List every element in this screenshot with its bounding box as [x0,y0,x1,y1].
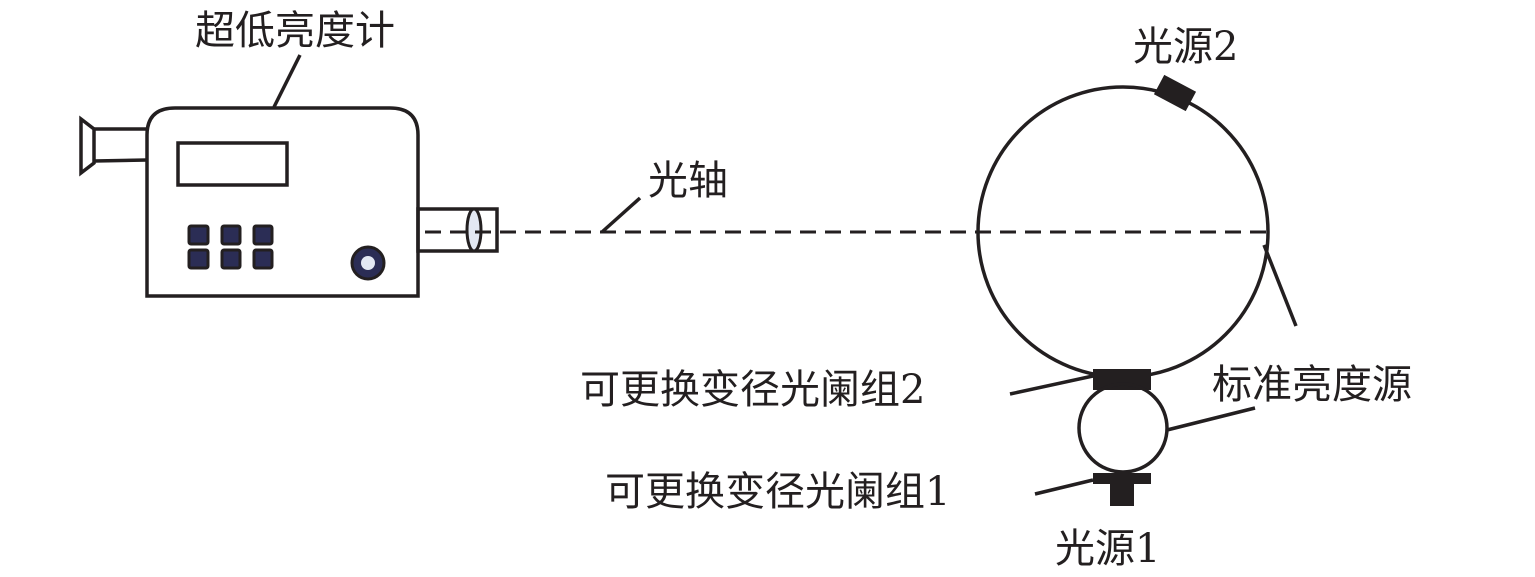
label-aperture-group-1: 可更换变径光阑组1 [605,469,950,515]
label-aperture-group-2: 可更换变径光阑组2 [580,367,925,413]
objective-tube [416,207,499,253]
eyepiece-cone [79,115,96,177]
meter-body [145,106,420,298]
label-optical-axis: 光轴 [648,158,728,204]
small-sphere [1077,382,1169,474]
meter-display [176,141,289,187]
label-light-source-1: 光源1 [1055,526,1160,572]
eyepiece-tube [93,127,148,163]
luminance-meter [79,106,499,298]
keypad [187,224,274,270]
leader-lines [272,54,1298,496]
light-source-2-block [1153,74,1197,112]
label-meter: 超低亮度计 [195,8,395,54]
objective-lens [465,207,483,253]
aperture-1-block [1093,473,1151,484]
knob-center [361,256,375,270]
light-source-1-block [1110,484,1134,506]
label-standard-source: 标准亮度源 [1212,362,1412,408]
integrating-sphere [976,85,1270,379]
label-light-source-2: 光源2 [1133,24,1238,70]
